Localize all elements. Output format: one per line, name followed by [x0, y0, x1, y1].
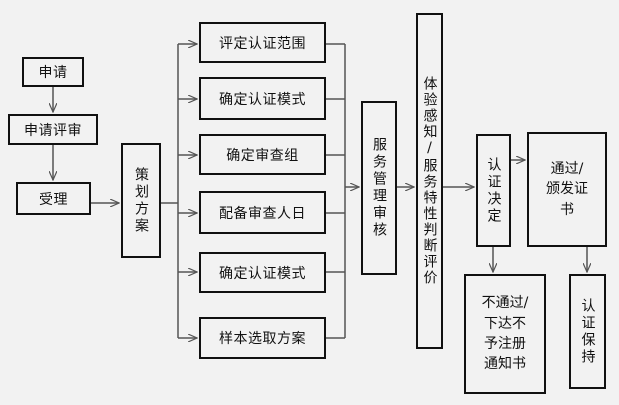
node-days: 配备审查人日: [199, 191, 326, 234]
node-plan: 策划方案: [121, 143, 161, 258]
node-accept: 受理: [16, 182, 91, 215]
node-sampling: 样本选取方案: [199, 317, 326, 359]
node-apply: 申请: [22, 57, 84, 87]
node-experience: 体验感知/服务特性判断评价: [416, 13, 443, 349]
node-team: 确定审查组: [199, 134, 326, 175]
node-mode-2: 确定认证模式: [199, 252, 326, 293]
node-scope: 评定认证范围: [199, 22, 326, 63]
node-service-mgmt: 服务管理审核: [361, 101, 397, 275]
node-apply-review: 申请评审: [8, 114, 98, 145]
node-pass: 通过/ 颁发证 书: [527, 132, 607, 247]
node-maintain: 认证保持: [569, 274, 606, 389]
node-decision: 认证决定: [476, 134, 511, 247]
node-mode-1: 确定认证模式: [199, 77, 326, 120]
node-fail: 不通过/ 下达不 予注册 通知书: [464, 274, 546, 394]
